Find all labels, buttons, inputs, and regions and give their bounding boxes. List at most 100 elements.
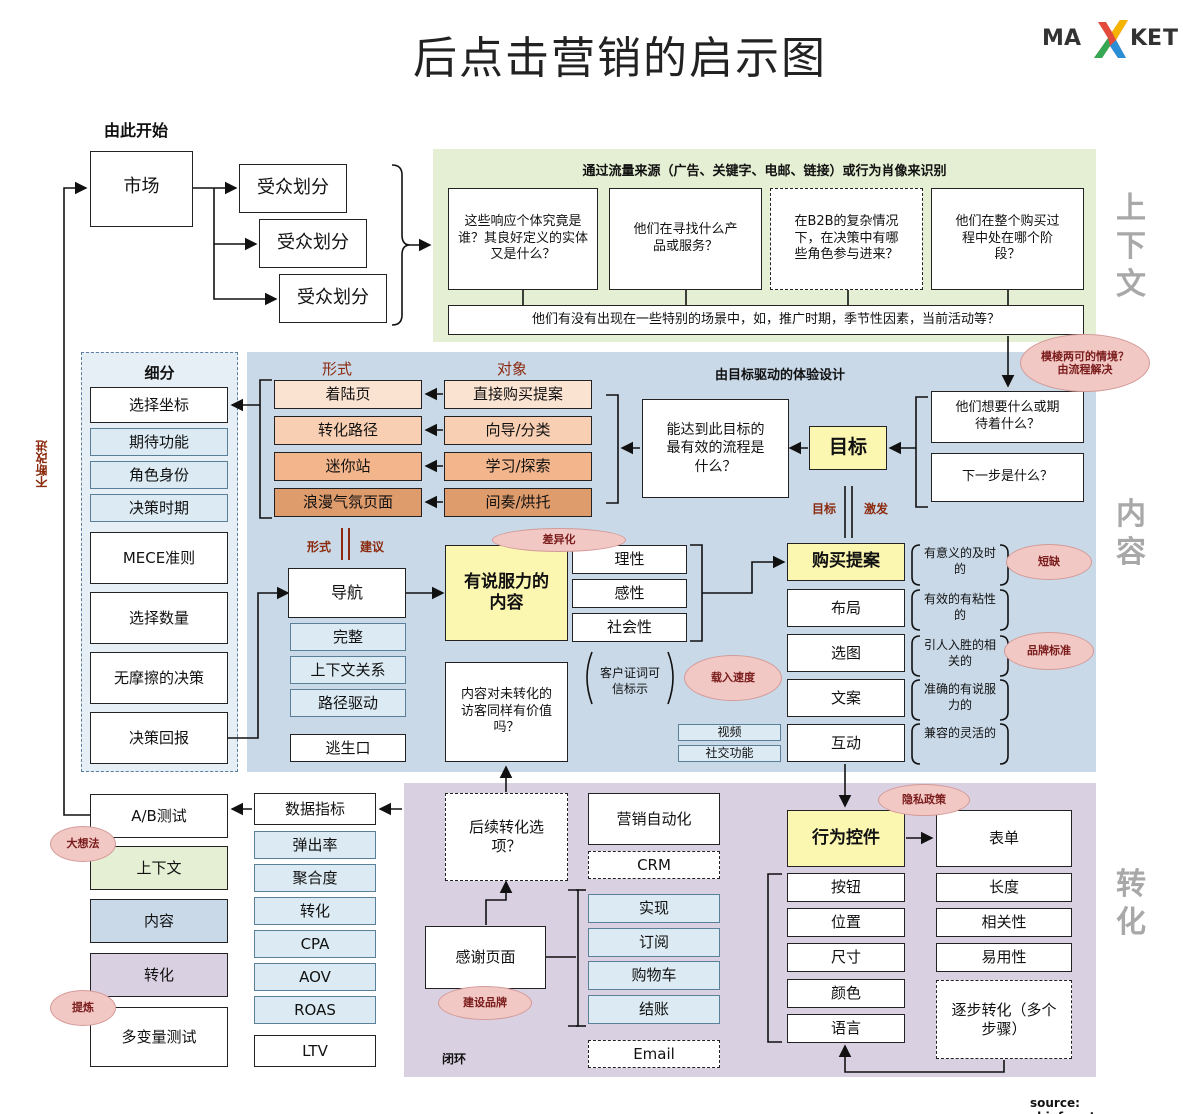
metric-item: 聚合度 (254, 864, 376, 892)
form-item: 易用性 (936, 943, 1072, 972)
situation-pill: 模棱两可的情境？由流程解决 (1020, 334, 1150, 392)
privacy-policy-pill: 隐私政策 (878, 784, 970, 816)
nonconvert-question: 内容对未转化的访客同样有价值吗？ (445, 662, 568, 762)
multistep-box: 逐步转化（多个步骤） (936, 980, 1072, 1059)
logo-letter-m: M (1042, 26, 1064, 51)
marketing-automation-box: 营销自动化 (588, 793, 720, 845)
control-item: 按钮 (787, 873, 905, 902)
logo: M A K E T (1042, 18, 1182, 62)
form-item: 相关性 (936, 908, 1072, 937)
segment-item: 选择数量 (90, 592, 228, 644)
audience-segment-2: 受众划分 (259, 219, 367, 268)
ab-item-conversion: 转化 (90, 953, 228, 997)
object-column-label: 对象 (497, 360, 528, 378)
segment-item: 期待功能 (90, 428, 228, 456)
object-item: 直接购买提案 (444, 380, 592, 409)
metric-item: CPA (254, 930, 376, 958)
form-item: 浪漫气氛页面 (274, 488, 422, 517)
metric-item: LTV (254, 1035, 376, 1067)
navigation-box: 导航 (288, 568, 406, 618)
offer-item: 选图 (787, 634, 905, 672)
side-label-content-char: 内 (1116, 497, 1146, 532)
object-item: 学习/探索 (444, 452, 592, 481)
context-question-1: 这些响应个体究竟是谁？其良好定义的实体又是什么？ (448, 188, 598, 290)
control-item: 位置 (787, 908, 905, 937)
inspire-link-label: 激发 (864, 502, 889, 516)
side-label-content: 内 容 (1111, 496, 1151, 572)
appeal-item: 社会性 (572, 613, 687, 642)
metrics-box: 数据指标 (254, 793, 376, 825)
segment-item: 角色身份 (90, 461, 228, 489)
form-link-label: 形式 (307, 540, 332, 554)
email-box: Email (588, 1040, 720, 1068)
form-item: 长度 (936, 873, 1072, 902)
offer-trait: 兼容的灵活的 (923, 726, 996, 740)
context-question-3: 在B2B的复杂情况下，在决策中有哪些角色参与进来？ (770, 188, 923, 290)
segment-item: 决策时期 (90, 494, 228, 522)
offer-trait: 有效的有粘性的 (923, 592, 996, 622)
segment-item: 决策回报 (90, 712, 228, 764)
side-label-conversion: 转 化 (1111, 866, 1151, 942)
behavior-control-box: 行为控件 (787, 810, 905, 867)
metric-item: 转化 (254, 897, 376, 925)
object-item: 间奏/烘托 (444, 488, 592, 517)
social-item: 社交功能 (678, 745, 781, 762)
source-credit: source: chiefmartec.com (1030, 1096, 1143, 1114)
logo-x-mark (1094, 20, 1128, 58)
context-question-4: 他们在整个购买过程中处在哪个阶段？ (931, 188, 1084, 290)
nav-item: 上下文关系 (290, 656, 406, 684)
metric-item: 弹出率 (254, 831, 376, 859)
brand-standard-pill: 品牌标准 (1004, 632, 1094, 670)
control-item: 尺寸 (787, 943, 905, 972)
nav-item: 路径驱动 (290, 689, 406, 717)
escape-hatch-box: 逃生口 (290, 734, 406, 762)
flow-question: 能达到此目标的最有效的流程是什么？ (642, 399, 789, 498)
purchase-offer-box: 购买提案 (787, 543, 905, 581)
side-label-context-char: 文 (1116, 267, 1146, 302)
ab-item-context: 上下文 (90, 846, 228, 890)
ab-test-box: A/B测试 (90, 794, 228, 838)
fulfill-item: 购物车 (588, 961, 720, 990)
offer-item: 互动 (787, 724, 905, 762)
fulfill-item: 订阅 (588, 928, 720, 957)
segment-item: MECE准则 (90, 532, 228, 584)
goal-link-label: 目标 (812, 502, 837, 516)
form-box: 表单 (936, 810, 1072, 867)
refine-pill: 提炼 (50, 990, 116, 1026)
side-label-conversion-char: 化 (1116, 905, 1146, 940)
form-item: 迷你站 (274, 452, 422, 481)
audience-segment-3: 受众划分 (279, 274, 387, 323)
ab-item-content: 内容 (90, 899, 228, 943)
start-label: 由此开始 (104, 121, 169, 140)
offer-trait: 有意义的及时的 (923, 546, 996, 576)
appeal-item: 感性 (572, 579, 687, 608)
context-header: 通过流量来源（广告、关键字、电邮、链接）或行为肖像来识别 (582, 164, 947, 179)
build-brand-pill: 建设品牌 (438, 986, 532, 1020)
market-box: 市场 (90, 151, 193, 227)
offer-item: 布局 (787, 589, 905, 627)
want-question: 他们想要什么或期待着什么？ (931, 391, 1084, 443)
control-item: 语言 (787, 1014, 905, 1043)
content-header: 由目标驱动的体验设计 (714, 368, 845, 383)
closed-loop-label: 闭环 (442, 1052, 467, 1066)
differentiation-pill: 差异化 (492, 528, 626, 552)
control-item: 颜色 (787, 979, 905, 1008)
segment-item: 选择坐标 (90, 387, 228, 423)
fulfill-item: 实现 (588, 894, 720, 923)
audience-segment-1: 受众划分 (239, 164, 347, 213)
multivariate-test-box: 多变量测试 (90, 1007, 228, 1067)
loop-label: 不断改进 (35, 440, 49, 488)
side-label-context: 上 下 文 (1111, 190, 1151, 304)
logo-letter-e: E (1147, 26, 1163, 51)
logo-letter-a: A (1064, 26, 1082, 51)
fulfill-item: 结账 (588, 995, 720, 1024)
offer-trait: 引人入胜的相关的 (923, 638, 996, 668)
side-label-context-char: 上 (1116, 191, 1146, 226)
form-item: 着陆页 (274, 380, 422, 409)
logo-letter-k: K (1130, 26, 1148, 51)
next-question: 下一步是什么？ (931, 453, 1084, 502)
offer-item: 文案 (787, 679, 905, 717)
persuasive-content-box: 有说服力的内容 (445, 545, 568, 641)
segment-title: 细分 (144, 364, 175, 382)
